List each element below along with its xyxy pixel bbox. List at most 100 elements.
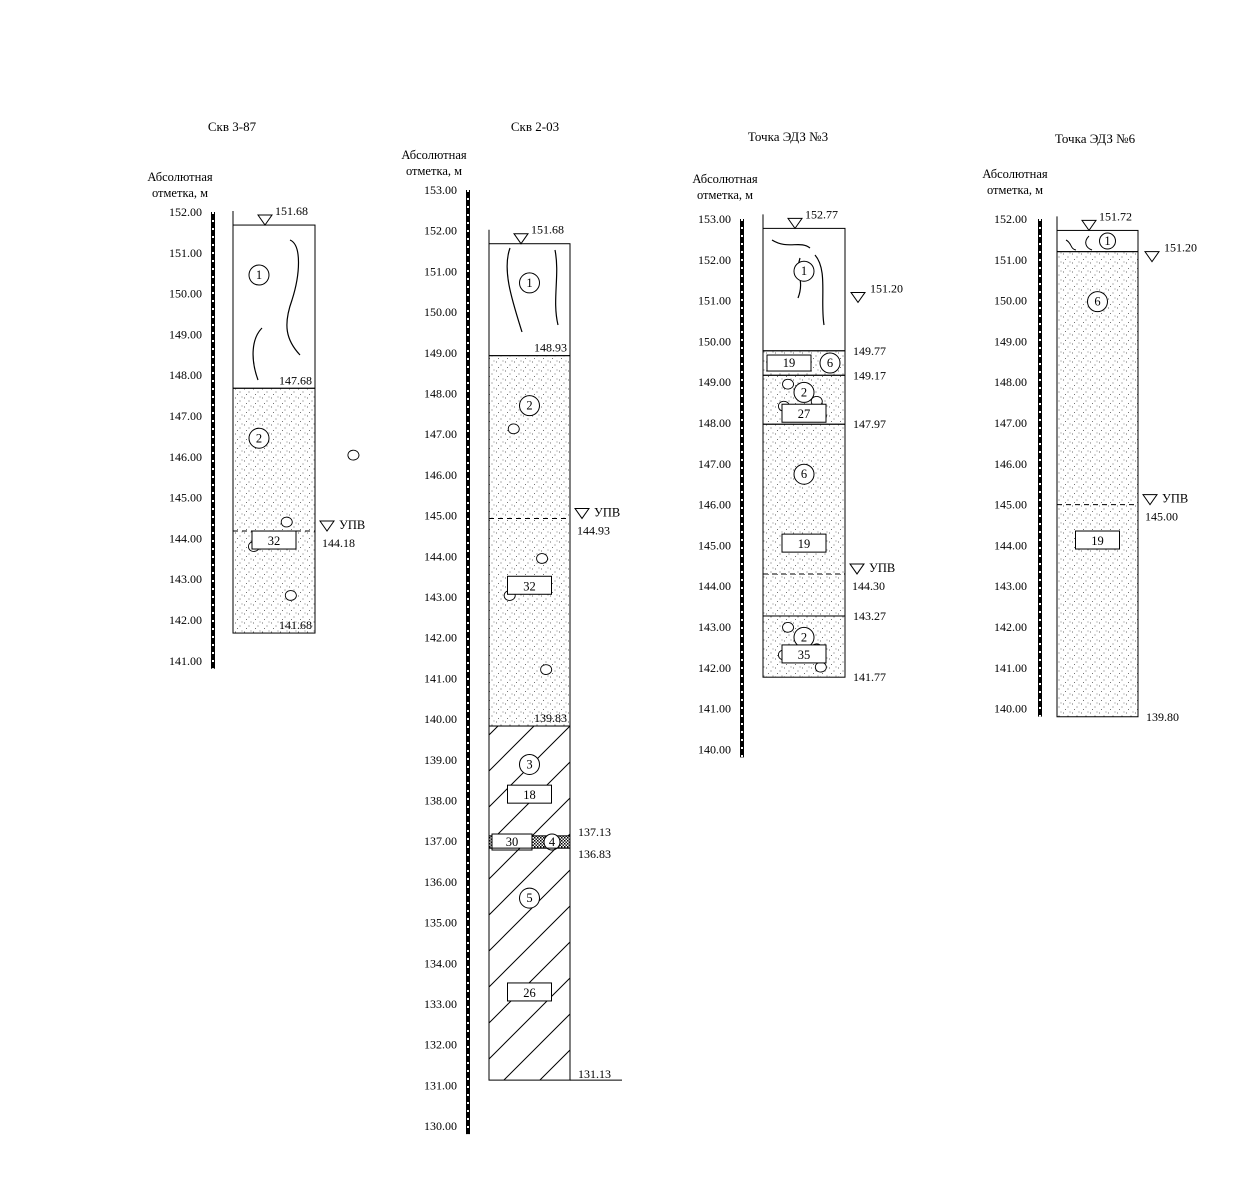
gravel-pebble [782, 378, 795, 390]
scale-tick-label: 143.00 [994, 579, 1027, 593]
layer-box [488, 847, 571, 1081]
fill-squiggle [1065, 239, 1077, 251]
scale-tick-label: 145.00 [698, 538, 731, 552]
water-level-marker [1142, 494, 1158, 506]
sample-value: 26 [523, 986, 536, 1000]
surface-elevation-marker [1144, 251, 1160, 263]
sample-box [781, 403, 827, 423]
layer-box [488, 725, 571, 837]
elevation-header-unit: отметка, м [987, 183, 1043, 197]
layer-bottom-elevation: 139.80 [1146, 710, 1179, 724]
sample-box [507, 575, 552, 595]
elevation-header: Абсолютная [982, 167, 1047, 181]
soil-number-circle [248, 264, 270, 286]
fill-squiggle [1085, 235, 1093, 251]
water-level-label: УПВ [1162, 492, 1188, 506]
layer-bottom-elevation: 148.93 [534, 341, 567, 355]
gravel-pebble [814, 661, 827, 673]
scale-tick-label: 130.00 [424, 1119, 457, 1133]
borehole-title: Скв 2-03 [511, 119, 559, 134]
layer-bottom-elevation: 137.13 [578, 825, 611, 839]
soil-number: 2 [801, 385, 807, 399]
scale-tick-label: 136.00 [424, 875, 457, 889]
scale-tick-label: 142.00 [698, 661, 731, 675]
water-level-value: 144.93 [577, 523, 610, 537]
scale-tick-label: 146.00 [424, 468, 457, 482]
top-elevation-value: 152.77 [805, 207, 838, 221]
water-level-label: УПВ [869, 561, 895, 575]
scale-tick-label: 147.00 [424, 427, 457, 441]
elevation-header: Абсолютная [401, 148, 466, 162]
scale-tick-label: 149.00 [994, 334, 1027, 348]
water-level-label: УПВ [339, 518, 365, 532]
scale-tick-label: 133.00 [424, 997, 457, 1011]
scale-tick-label: 152.00 [424, 224, 457, 238]
sample-box [766, 354, 812, 372]
layer-bottom-elevation: 147.97 [853, 417, 886, 431]
fill-squiggle [554, 249, 559, 326]
layer-box [232, 387, 316, 634]
scale-tick-label: 149.00 [698, 375, 731, 389]
scale-tick-label: 141.00 [698, 702, 731, 716]
layer-box [488, 243, 571, 357]
fill-squiggle [252, 327, 263, 381]
fill-squiggle [771, 239, 811, 249]
scale-tick-label: 140.00 [698, 742, 731, 756]
sample-value: 19 [1091, 534, 1104, 548]
scale-tick-label: 149.00 [169, 327, 202, 341]
layer-box [232, 224, 316, 389]
scale-tick-label: 140.00 [424, 712, 457, 726]
elevation-header-unit: отметка, м [697, 188, 753, 202]
top-elevation-marker [787, 217, 803, 230]
gravel-pebble [540, 664, 553, 675]
scale-tick-label: 138.00 [424, 794, 457, 808]
scale-tick-label: 140.00 [994, 702, 1027, 716]
scale-tick-label: 147.00 [698, 457, 731, 471]
water-level-marker [849, 563, 865, 575]
scale-tick-label: 132.00 [424, 1038, 457, 1052]
scale-tick-label: 143.00 [169, 572, 202, 586]
soil-number: 1 [1104, 234, 1110, 248]
scale-tick-label: 139.00 [424, 753, 457, 767]
soil-number-circle [519, 887, 540, 909]
soil-number: 6 [1094, 295, 1100, 309]
elevation-header-unit: отметка, м [406, 164, 462, 178]
surface-elevation-value: 151.20 [870, 281, 903, 295]
layer-bottom-elevation: 139.83 [534, 711, 567, 725]
layer-bottom-elevation: 149.77 [853, 344, 886, 358]
soil-number-circle [793, 260, 815, 282]
top-elevation-marker [1081, 219, 1097, 232]
sample-box [507, 982, 552, 1002]
elevation-header: Абсолютная [692, 172, 757, 186]
sample-value: 19 [798, 537, 811, 551]
elevation-header: Абсолютная [147, 170, 212, 184]
soil-layer-6: 6 19 139.80 [1056, 251, 1179, 724]
borehole-title: Точка ЭДЗ №3 [748, 129, 828, 144]
layer-bottom-elevation: 131.13 [578, 1067, 611, 1081]
scale-tick-label: 150.00 [698, 334, 731, 348]
soil-number: 2 [256, 431, 262, 445]
scale-tick-label: 142.00 [169, 613, 202, 627]
scale-tick-label: 142.00 [994, 620, 1027, 634]
scale-tick-label: 148.00 [994, 375, 1027, 389]
soil-number: 2 [526, 399, 532, 413]
soil-number: 1 [801, 264, 807, 278]
soil-number-circle [519, 272, 540, 294]
layer-bottom-elevation: 141.77 [853, 670, 886, 684]
scale-tick-label: 144.00 [698, 579, 731, 593]
elevation-header-unit: отметка, м [152, 186, 208, 200]
soil-number-circle [248, 427, 270, 449]
sample-box [781, 533, 827, 553]
scale-tick-label: 143.00 [698, 620, 731, 634]
scale-tick-label: 152.00 [698, 253, 731, 267]
top-elevation-value: 151.68 [531, 223, 564, 237]
scale-tick-label: 143.00 [424, 590, 457, 604]
